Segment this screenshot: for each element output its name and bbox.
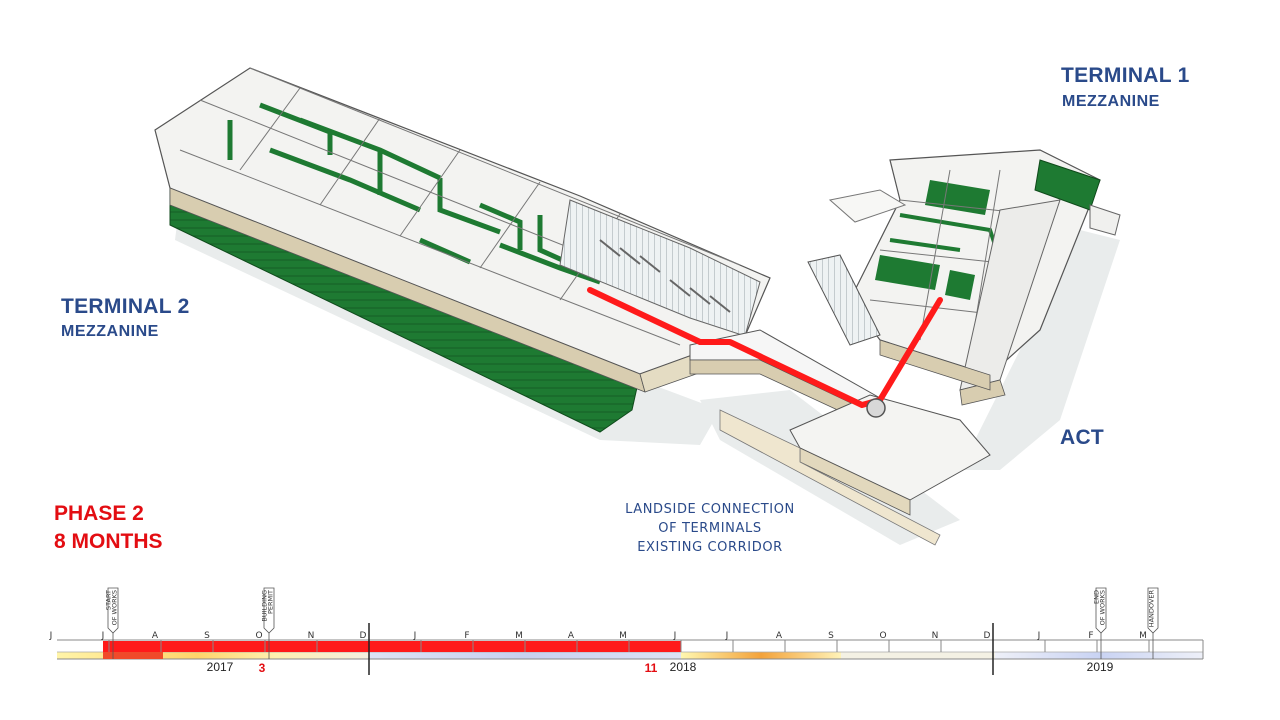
terminal-1-title: TERMINAL 1 (1061, 64, 1190, 87)
milestone-flag: HANDOVER (1148, 587, 1159, 659)
milestone-label: START (105, 590, 113, 610)
year-label: 2017 (207, 660, 234, 674)
phase-bar (103, 641, 681, 652)
corridor-caption-line: LANDSIDE CONNECTION (625, 502, 795, 517)
milestone-label: PERMIT (267, 590, 275, 614)
month-label: N (308, 631, 315, 641)
timeline-band-2019 (995, 652, 1203, 659)
month-label: F (464, 631, 469, 641)
year-label: 2019 (1087, 660, 1114, 674)
month-label: M (619, 631, 627, 641)
timeline-band-2018-winter (369, 652, 681, 659)
project-timeline: J J A S O N D J F M A M J J A S O N D J F M 2017 2018 2019 STAR… (49, 587, 1204, 675)
month-label: J (101, 631, 105, 641)
corridor-caption: LANDSIDE CONNECTION OF TERMINALS EXISTIN… (600, 500, 820, 557)
month-label: J (49, 631, 53, 641)
timeline-band-2018-summer (681, 652, 841, 659)
milestone-label: OF WORKS (1099, 590, 1107, 625)
timeline-band-2018-autumn (841, 652, 995, 659)
month-label: J (725, 631, 729, 641)
month-label: S (204, 631, 210, 641)
terminal-2-subtitle: MEZZANINE (61, 323, 159, 340)
phase-end-mark: 11 (645, 661, 658, 675)
milestone-label: OF WORKS (111, 590, 119, 625)
milestone-label: HANDOVER (1148, 590, 1156, 628)
milestone-label: BUILDING (261, 590, 269, 622)
milestone-label: END (1093, 590, 1101, 604)
month-label: S (828, 631, 834, 641)
month-label: A (776, 631, 783, 641)
month-label: M (1139, 631, 1147, 641)
month-label: N (932, 631, 939, 641)
phase-bar-lower (103, 652, 163, 659)
month-label: M (515, 631, 523, 641)
month-label: A (568, 631, 575, 641)
phase-start-mark: 3 (259, 661, 266, 675)
month-label: J (413, 631, 417, 641)
timeline-band-2017 (57, 652, 369, 659)
month-label: J (673, 631, 677, 641)
month-label: J (1037, 631, 1041, 641)
terminal-2-building (154, 67, 771, 433)
terminal-1-building (807, 149, 1121, 406)
terminal-1-subtitle: MEZZANINE (1062, 93, 1160, 110)
corridor-caption-line: OF TERMINALS (658, 521, 762, 536)
route-path (587, 287, 943, 408)
month-label: O (879, 631, 886, 641)
month-label: A (152, 631, 159, 641)
phase-duration: 8 MONTHS (54, 530, 163, 553)
month-label: D (984, 631, 991, 641)
month-label: F (1088, 631, 1093, 641)
terminal-2-title: TERMINAL 2 (61, 295, 190, 318)
forecourt-block (719, 394, 991, 546)
year-label: 2018 (670, 660, 697, 674)
month-label: D (360, 631, 367, 641)
building-diagram (154, 67, 1121, 546)
route-node (866, 398, 886, 418)
corridor-caption-line: EXISTING CORRIDOR (637, 540, 783, 555)
act-label: ACT (1060, 426, 1105, 449)
phase-title: PHASE 2 (54, 502, 144, 525)
month-label: O (255, 631, 262, 641)
